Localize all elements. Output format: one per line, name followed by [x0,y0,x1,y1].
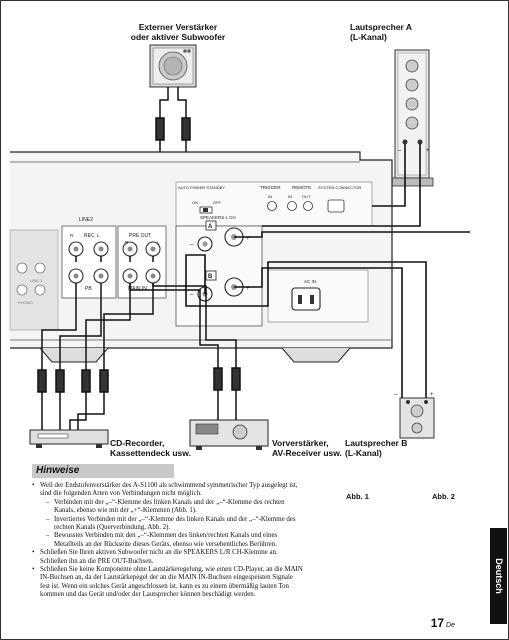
cd-recorder-label-line2: Kassettendeck usw. [110,448,191,458]
external-amp-label-line2: oder aktiver Subwoofer [130,32,226,42]
system-connector-label: SYSTEM CONNECTOR [318,185,361,190]
preamp-label-line2: AV-Receiver usw. [272,448,342,458]
abb1-title: Abb. 1 [346,492,369,501]
speakers-label: SPEAKERS L CH [200,215,236,220]
subwoofer-icon [149,44,197,88]
trigger-label: TRIGGER [260,185,281,190]
speaker-a-label: Lautsprecher A (L-Kanal) [350,22,412,42]
external-amp-label-line1: Externer Verstärker [138,22,218,32]
terminal-b-plus: + [246,286,250,292]
language-tab: Deutsch [490,528,507,624]
speaker-b-label-line1: Lautsprecher B [345,438,408,448]
off-label: OFF [213,200,222,205]
pre-out-label: PRE OUT [129,233,151,239]
terminal-a-plus: + [246,236,250,242]
speaker-b-icon [399,397,435,439]
page-language-code: De [446,622,455,629]
note-subitem: Bewusstes Verbinden mit den „–“-Klemmen … [40,532,304,549]
remote-in-label: IN [288,194,292,199]
note-text: Weil der Endstufenverstärker des A-S1100… [40,482,298,498]
preamp-label: Vorverstärker, AV-Receiver usw. [272,438,342,458]
line2-r-label: R [70,233,74,238]
amplifier-rear-panel [9,151,393,363]
abb2-title: Abb. 2 [432,492,455,501]
preamp-cable [129,256,241,420]
speaker-a-plus: + [426,148,430,154]
pre-out-l-label: L [157,240,160,245]
cd-recorder-cable [37,256,154,430]
connection-diagram: LINE2 REC PRE OUT PB MAIN IN AUTO POWER … [9,44,470,450]
notes-block: Weil der Endstufenverstärker des A-S1100… [32,482,304,600]
trigger-in-label: IN [268,194,272,199]
remote-label: REMOTE [292,185,311,190]
line2-label: LINE2 [79,217,93,223]
terminal-a-label: A [208,224,213,230]
speaker-b-minus: – [394,392,398,398]
cd-recorder-label-line1: CD-Recorder, [110,438,165,448]
note-item: Schließen Sie Ihren aktiven Subwoofer ni… [32,549,304,566]
language-tab-label: Deutsch [493,558,504,594]
external-amp-label: Externer Verstärker oder aktiver Subwoof… [128,22,228,42]
line2-l-label: L [97,233,100,238]
speaker-a-label-line2: (L-Kanal) [350,32,387,42]
auto-power-label: AUTO POWER STANDBY [178,185,225,190]
line1-label: LINE 1 [30,278,43,283]
cd-recorder-icon [29,429,109,448]
note-item: Schließen Sie keine Komponente ohne Laut… [32,566,304,600]
terminal-b-label: B [208,274,213,280]
phono-label: PHONO [18,300,33,305]
note-item: Weil der Endstufenverstärker des A-S1100… [32,482,304,549]
remote-out-label: OUT [302,194,311,199]
speaker-cable [185,144,470,398]
pb-label: PB [85,286,92,292]
speaker-b-label: Lautsprecher B (L-Kanal) [345,438,407,458]
speaker-b-label-line2: (L-Kanal) [345,448,382,458]
page-number-value: 17 [430,616,445,630]
preamp-label-line1: Vorverstärker, [272,438,329,448]
main-in-label: MAIN IN [128,286,147,292]
speaker-b-plus: + [430,392,434,398]
rec-label: REC [84,233,95,239]
preamp-icon [189,419,269,450]
speaker-a-label-line1: Lautsprecher A [350,22,413,32]
pre-out-r-label: R [125,240,129,245]
on-label: ON [192,200,198,205]
speaker-a-icon [390,49,434,187]
notes-heading: Hinweise [32,464,174,478]
note-subitem: Verbinden mit der „–“-Klemme des linken … [40,499,304,516]
note-subitem: Invertiertes Verbinden mit der „–“-Klemm… [40,516,304,533]
terminal-b-minus: – [190,292,194,298]
cd-recorder-label: CD-Recorder, Kassettendeck usw. [110,438,191,458]
ac-in-label: AC IN [304,279,316,284]
terminal-a-minus: – [190,242,194,248]
speaker-a-minus: – [398,148,402,154]
